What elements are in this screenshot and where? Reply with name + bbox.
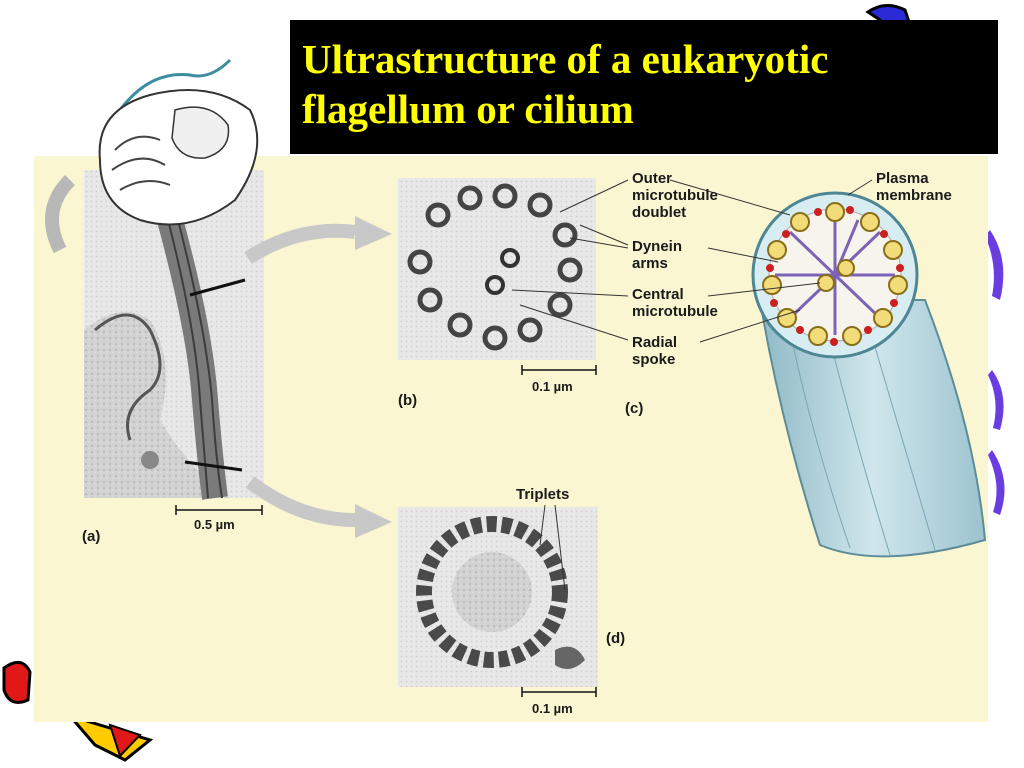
micrograph-d [398,507,598,687]
leader-triplets-2 [554,504,566,591]
arrow-to-b-head [355,216,392,250]
micrograph-b-doublets [407,183,583,351]
callout-lines [511,179,873,591]
micrograph-a-membrane-fold [94,313,162,441]
micrograph-d-ring [416,516,568,668]
panel-label-c: (c) [625,400,644,417]
clipart-right-shape-3 [988,450,1005,515]
scale-bar-a [175,505,263,515]
slide-title: Ultrastructure of a eukaryotic flagellum… [302,36,829,132]
leader-radial-c [699,309,801,343]
micrograph-a-lower-tissue [84,312,230,498]
panel-label-d: (d) [606,630,626,647]
arrow-to-b [244,223,356,264]
micrograph-b-central-pair [485,248,520,295]
cell-flagellum-tail [118,58,232,111]
central-pair [817,259,855,292]
panel-label-a: (a) [82,528,101,545]
title-box: Ultrastructure of a eukaryotic flagellum… [290,20,998,154]
micrograph-d-fragment [555,646,585,669]
cell-pointer-arrow [45,175,76,254]
clipart-left-shape-3 [108,723,142,758]
callout-radial-spoke: Radial spoke [632,334,678,368]
scale-label-a: 0.5 µm [194,517,235,532]
callout-plasma-membrane: Plasma membrane [876,170,952,204]
leader-dynein-c [707,247,779,263]
scale-label-d: 0.1 µm [532,701,573,716]
leader-dynein-b1 [579,224,629,246]
clipart-right-shape-2 [988,370,1004,430]
dynein-arms [766,206,904,346]
micrograph-a-axoneme-line-1 [167,219,209,499]
callout-triplets: Triplets [516,486,570,503]
section-line-upper [189,278,246,297]
arrow-to-d-head [355,504,392,538]
leader-plasma-membrane [847,179,873,196]
micrograph-d-center [452,552,532,632]
micrograph-a-vesicle [141,451,159,469]
scale-bar-b [521,365,597,375]
arrow-to-d [245,476,356,527]
leader-dynein-b2 [569,237,629,249]
section-line-lower [184,460,243,472]
callout-dynein-arms: Dynein arms [632,238,683,272]
scale-label-b: 0.1 µm [532,379,573,394]
leader-outer-doublet-c [669,179,791,216]
leader-outer-doublet-b [559,179,629,213]
scale-bar-d [521,687,597,697]
leader-central-b [511,289,629,297]
cell-nucleus [171,106,230,159]
leader-radial-b [519,304,629,341]
flagellum-3d [751,191,987,558]
callout-outer-doublet: Outer microtubule doublet [632,170,718,221]
flagellum-shaft-lines [789,329,936,556]
panel-label-b: (b) [398,392,418,409]
leader-central-c [707,282,821,297]
leader-triplets-1 [539,504,546,546]
cell-organelles [111,135,171,191]
clipart-left-shape-1 [2,660,32,704]
cell-illustration [45,58,259,254]
callout-central-microtubule: Central microtubule [632,286,718,320]
micrograph-b [398,178,596,360]
clipart-right-shape-1 [985,230,1004,300]
flagellum-shaft [758,299,987,558]
outer-doublets [762,202,908,346]
